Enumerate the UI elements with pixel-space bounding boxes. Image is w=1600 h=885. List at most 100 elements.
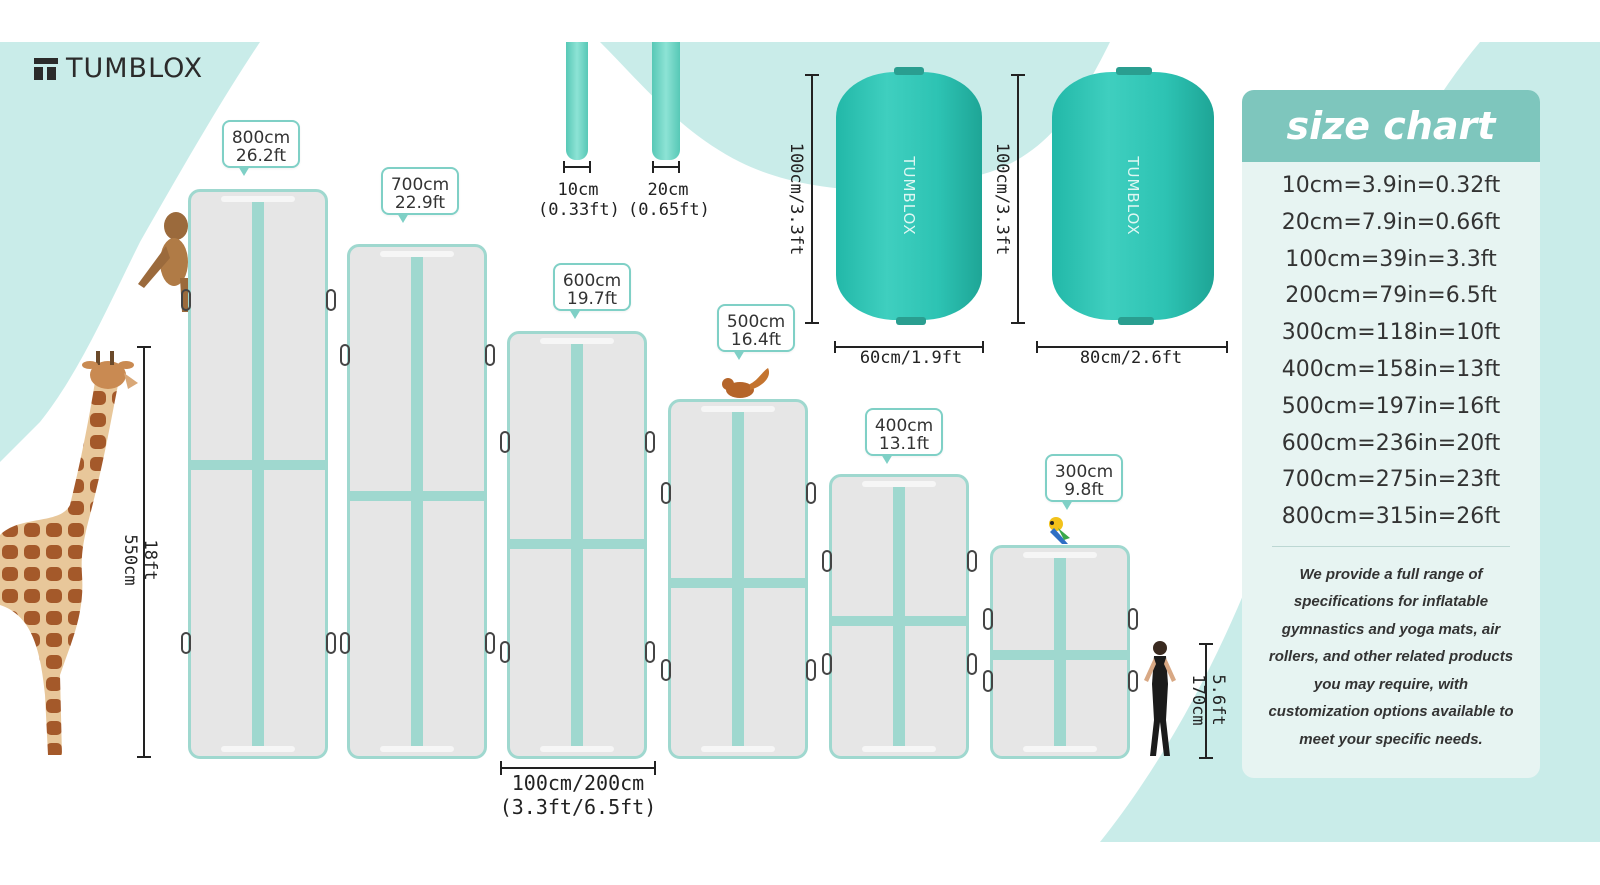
mat-handle <box>500 431 510 453</box>
squirrel-illustration <box>722 368 770 398</box>
mat-600-ft: 19.7ft <box>566 289 618 309</box>
size-chart-description: We provide a full range of specification… <box>1242 561 1540 754</box>
mat-handle <box>661 482 671 504</box>
mat-handle <box>340 632 350 654</box>
mat-handle <box>645 641 655 663</box>
mat-handle <box>485 632 495 654</box>
panel-divider <box>1272 545 1510 547</box>
thickness-10-cm: 10cm <box>557 180 599 200</box>
mat-handle <box>967 550 977 572</box>
person-height-ft: 5.6ft <box>1208 674 1228 726</box>
mat-600 <box>507 331 647 759</box>
mat-handle <box>181 632 191 654</box>
giraffe-height-cm: 550cm <box>120 534 140 586</box>
mat-handle <box>967 653 977 675</box>
thickness-10-ft: (0.33ft) <box>538 200 620 220</box>
mat-800-cm: 800cm <box>231 128 291 148</box>
mat-handle <box>1128 608 1138 630</box>
description-line: specifications for inflatable <box>1293 593 1489 611</box>
mat-300-cm: 300cm <box>1054 462 1114 482</box>
mat-400-cm: 400cm <box>874 416 934 436</box>
size-chart-row: 500cm=197in=16ft <box>1281 393 1501 419</box>
mat-handle <box>661 659 671 681</box>
mat-300-ft: 9.8ft <box>1064 480 1104 500</box>
description-line: you may require, with <box>1313 675 1469 693</box>
description-line: customization options available to <box>1268 703 1514 721</box>
mat-handle <box>340 344 350 366</box>
mat-400-ft: 13.1ft <box>878 434 930 454</box>
mat-width-cm: 100cm/200cm <box>511 771 645 795</box>
roller-60-height-label: 100cm/3.3ft <box>786 142 806 256</box>
mat-600-cm: 600cm <box>562 271 622 291</box>
person-height-line <box>1199 643 1213 759</box>
roller-strap <box>1116 67 1152 75</box>
mat-700-ft: 22.9ft <box>394 193 446 213</box>
roller-60-height-line <box>805 74 819 324</box>
woman-figure-illustration <box>1144 641 1176 756</box>
logo-mark-icon <box>34 57 58 80</box>
thickness-20-line <box>652 161 680 173</box>
roller-60-width-label: 60cm/1.9ft <box>859 348 963 368</box>
parrot-illustration <box>1049 517 1070 544</box>
roller-80-width-line <box>1036 341 1228 353</box>
mat-400 <box>829 474 969 759</box>
mat-500-bubble: 500cm 16.4ft <box>717 304 795 360</box>
mat-width-ft: (3.3ft/6.5ft) <box>499 795 657 819</box>
roller-80: TUMBLOX <box>1052 72 1214 320</box>
mat-handle <box>822 550 832 572</box>
giraffe-illustration <box>0 351 138 755</box>
brand-logo: TUMBLOX <box>34 53 203 84</box>
thickness-10-tube <box>566 42 588 160</box>
giraffe-height-label: 18ft 550cm <box>120 520 160 600</box>
size-chart-list: 10cm=3.9in=0.32ft 20cm=7.9in=0.66ft 100c… <box>1242 168 1540 536</box>
size-chart-row: 20cm=7.9in=0.66ft <box>1281 209 1501 235</box>
size-chart-row: 300cm=118in=10ft <box>1281 320 1501 346</box>
mat-handle <box>645 431 655 453</box>
mat-400-bubble: 400cm 13.1ft <box>865 408 943 464</box>
mat-handle <box>326 632 336 654</box>
mat-500-ft: 16.4ft <box>730 330 782 350</box>
mat-handle <box>806 659 816 681</box>
description-line: rollers, and other related products <box>1268 648 1514 666</box>
mat-800-bubble: 800cm 26.2ft <box>222 120 300 176</box>
size-chart-row: 10cm=3.9in=0.32ft <box>1281 173 1501 198</box>
mat-handle <box>500 641 510 663</box>
mat-handle <box>983 670 993 692</box>
brand-name: TUMBLOX <box>66 53 204 84</box>
mat-700 <box>347 244 487 759</box>
description-line: gymnastics and yoga mats, air <box>1281 620 1501 638</box>
giraffe-height-ft: 18ft <box>140 539 160 581</box>
thickness-20-ft: (0.65ft) <box>628 200 710 220</box>
roller-brand-text: TUMBLOX <box>900 156 918 236</box>
size-chart-row: 400cm=158in=13ft <box>1281 356 1501 382</box>
mat-handle <box>181 289 191 311</box>
description-line: We provide a full range of <box>1299 565 1483 583</box>
mat-300-bubble: 300cm 9.8ft <box>1045 454 1123 510</box>
thickness-20-label: 20cm (0.65ft) <box>628 180 710 220</box>
mat-handle <box>485 344 495 366</box>
mat-handle <box>822 653 832 675</box>
thickness-10-label: 10cm (0.33ft) <box>538 180 620 220</box>
size-chart-panel: size chart 10cm=3.9in=0.32ft 20cm=7.9in=… <box>1242 90 1540 778</box>
mat-800 <box>188 189 328 759</box>
mat-handle <box>983 608 993 630</box>
size-chart-row: 200cm=79in=6.5ft <box>1285 283 1497 309</box>
mat-width-label: 100cm/200cm (3.3ft/6.5ft) <box>478 771 678 819</box>
thickness-20-cm: 20cm <box>647 180 689 200</box>
thickness-10-line <box>563 161 591 173</box>
mat-500 <box>668 399 808 759</box>
roller-60: TUMBLOX <box>836 72 982 320</box>
roller-60-width-line <box>834 341 984 353</box>
size-chart-row: 100cm=39in=3.3ft <box>1285 246 1497 272</box>
roller-80-width-label: 80cm/2.6ft <box>1079 348 1183 368</box>
mat-600-bubble: 600cm 19.7ft <box>553 263 631 319</box>
size-chart-row: 800cm=315in=26ft <box>1281 504 1501 530</box>
size-chart-row: 700cm=275in=23ft <box>1281 467 1501 493</box>
mat-handle <box>1128 670 1138 692</box>
mat-width-line <box>500 761 656 775</box>
mat-500-cm: 500cm <box>726 312 786 332</box>
size-chart-title: size chart <box>1242 90 1540 162</box>
mat-800-ft: 26.2ft <box>235 146 287 166</box>
mat-handle <box>326 289 336 311</box>
